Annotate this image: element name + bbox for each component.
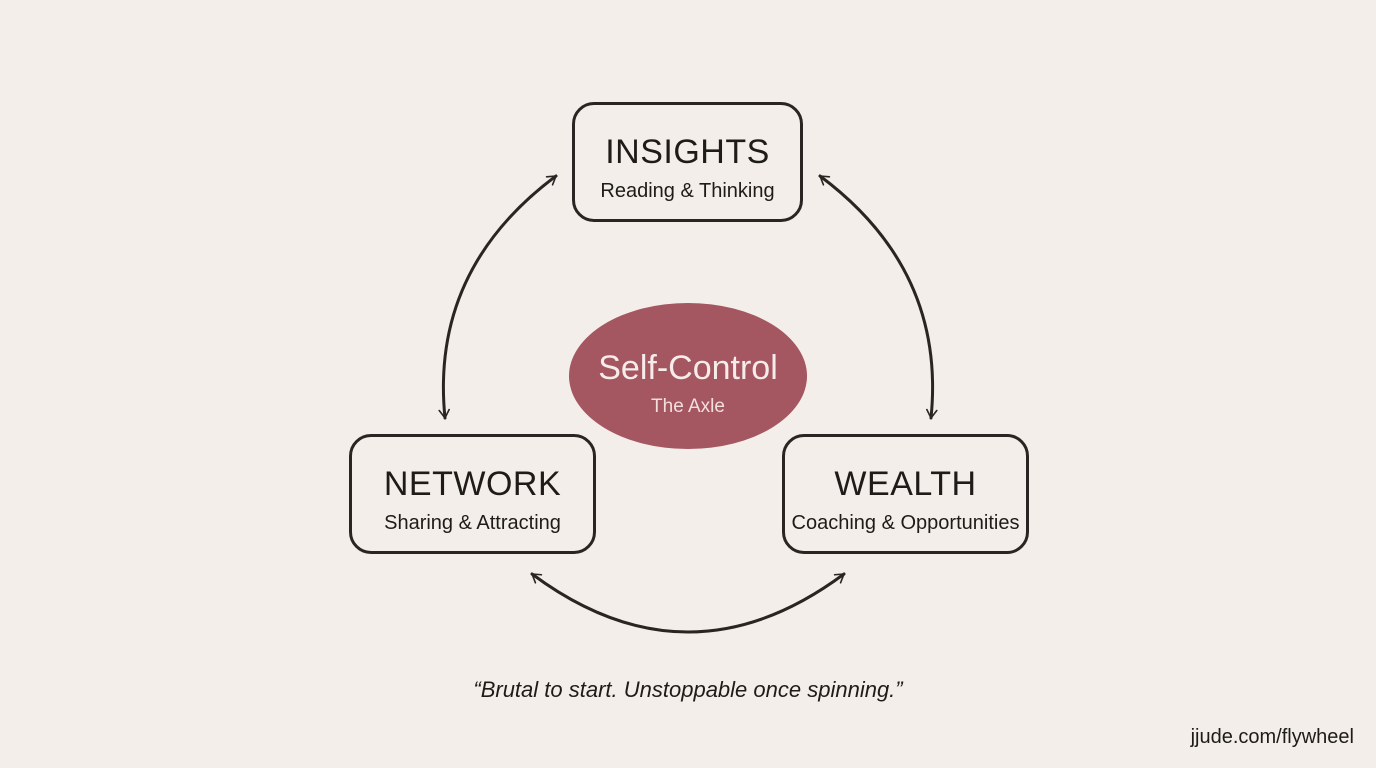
quote: “Brutal to start. Unstoppable once spinn…: [473, 677, 903, 702]
node-network-subtitle: Sharing & Attracting: [384, 512, 561, 534]
node-insights: INSIGHTS Reading & Thinking: [572, 102, 803, 222]
node-insights-title: INSIGHTS: [605, 133, 770, 171]
node-insights-subtitle: Reading & Thinking: [600, 180, 775, 202]
node-wealth-title: WEALTH: [834, 465, 977, 503]
node-network-title: NETWORK: [383, 465, 562, 503]
node-wealth-subtitle: Coaching & Opportunities: [791, 512, 1020, 534]
arrow-network-wealth: [530, 572, 846, 634]
hub-self-control: Self-Control The Axle: [569, 303, 807, 449]
node-wealth: WEALTH Coaching & Opportunities: [782, 434, 1029, 554]
hub-subtitle: The Axle: [651, 396, 725, 417]
hub-title: Self-Control: [598, 349, 778, 387]
arrow-insights-wealth: [818, 174, 938, 420]
credit-url: jjude.com/flywheel: [1190, 726, 1354, 748]
arrow-insights-network: [438, 174, 558, 420]
node-network: NETWORK Sharing & Attracting: [349, 434, 596, 554]
